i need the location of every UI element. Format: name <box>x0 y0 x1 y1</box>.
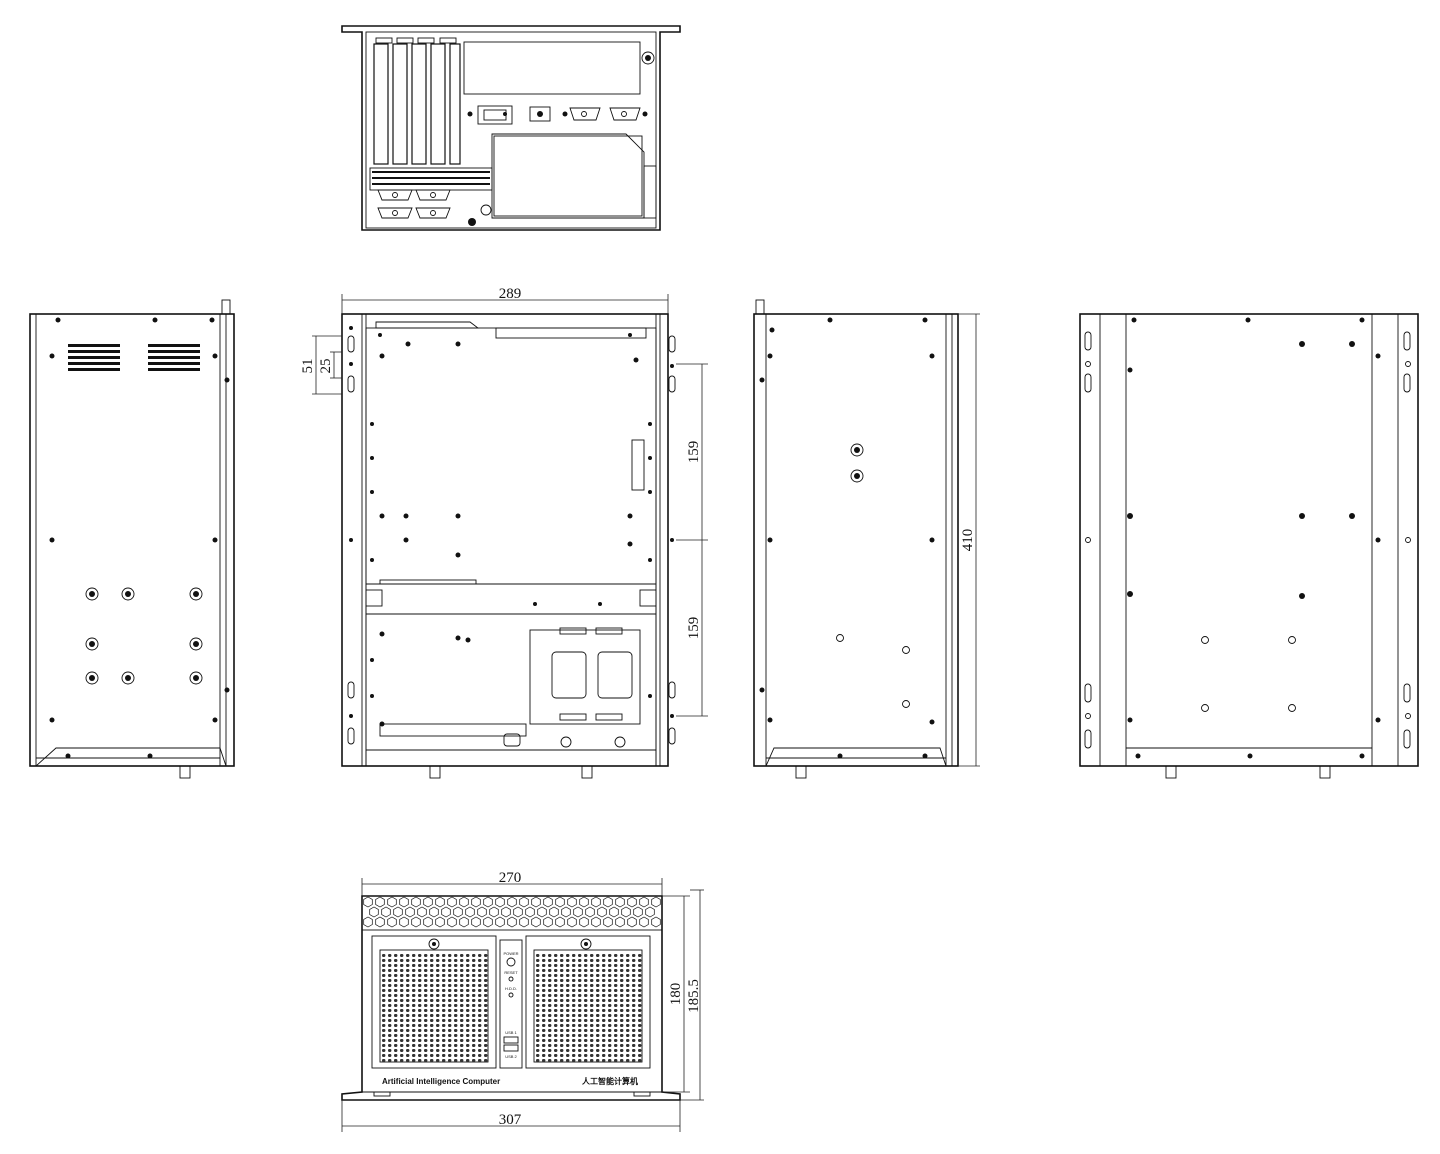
front-label-cn: 人工智能计算机 <box>582 1076 638 1086</box>
right-side-view: 410 <box>753 299 980 779</box>
dim-front-width-ears: 307 <box>499 1112 522 1128</box>
dim-front-height-inner: 180 <box>668 983 684 1006</box>
left-side-view <box>29 299 235 779</box>
usb2-label: USB 2 <box>505 1054 517 1059</box>
right-filter-grid <box>536 954 642 1062</box>
power-label: POWER <box>503 951 518 956</box>
usb1-port[interactable] <box>503 1036 519 1044</box>
hdd-label: H.D.D. <box>505 986 517 991</box>
left-filter-grid <box>382 954 488 1062</box>
rear-view <box>341 25 681 231</box>
rack-ear-slots <box>347 335 676 745</box>
dim-top-width: 289 <box>499 286 522 302</box>
power-button[interactable] <box>506 957 516 967</box>
usb2-port[interactable] <box>503 1044 519 1052</box>
reset-label: RESET <box>504 970 518 975</box>
hdd-led <box>508 992 514 998</box>
bottom-ear-slots <box>1084 331 1411 749</box>
dim-front-width: 270 <box>499 870 522 886</box>
mounting-standoffs <box>85 587 203 685</box>
center-top-view: 289 51 25 159 159 <box>300 286 708 779</box>
bottom-view <box>1079 313 1419 779</box>
usb1-label: USB 1 <box>505 1030 517 1035</box>
dim-depth: 410 <box>960 529 976 552</box>
front-view: POWER RESET H.D.D. USB 1 USB 2 Artificia… <box>341 870 704 1132</box>
dim-slot-span: 51 <box>300 359 316 374</box>
dim-slot-pitch: 25 <box>318 359 334 374</box>
expansion-slots <box>373 37 461 165</box>
dim-mount-upper: 159 <box>686 441 702 464</box>
reset-button[interactable] <box>508 976 514 982</box>
side-vent-grille <box>68 344 200 371</box>
front-label-en: Artificial Intelligence Computer <box>382 1077 500 1086</box>
dim-mount-lower: 159 <box>686 617 702 640</box>
honeycomb-vent <box>363 896 661 928</box>
rear-vent-holes <box>372 171 490 185</box>
dim-front-height-outer: 185.5 <box>686 979 702 1013</box>
